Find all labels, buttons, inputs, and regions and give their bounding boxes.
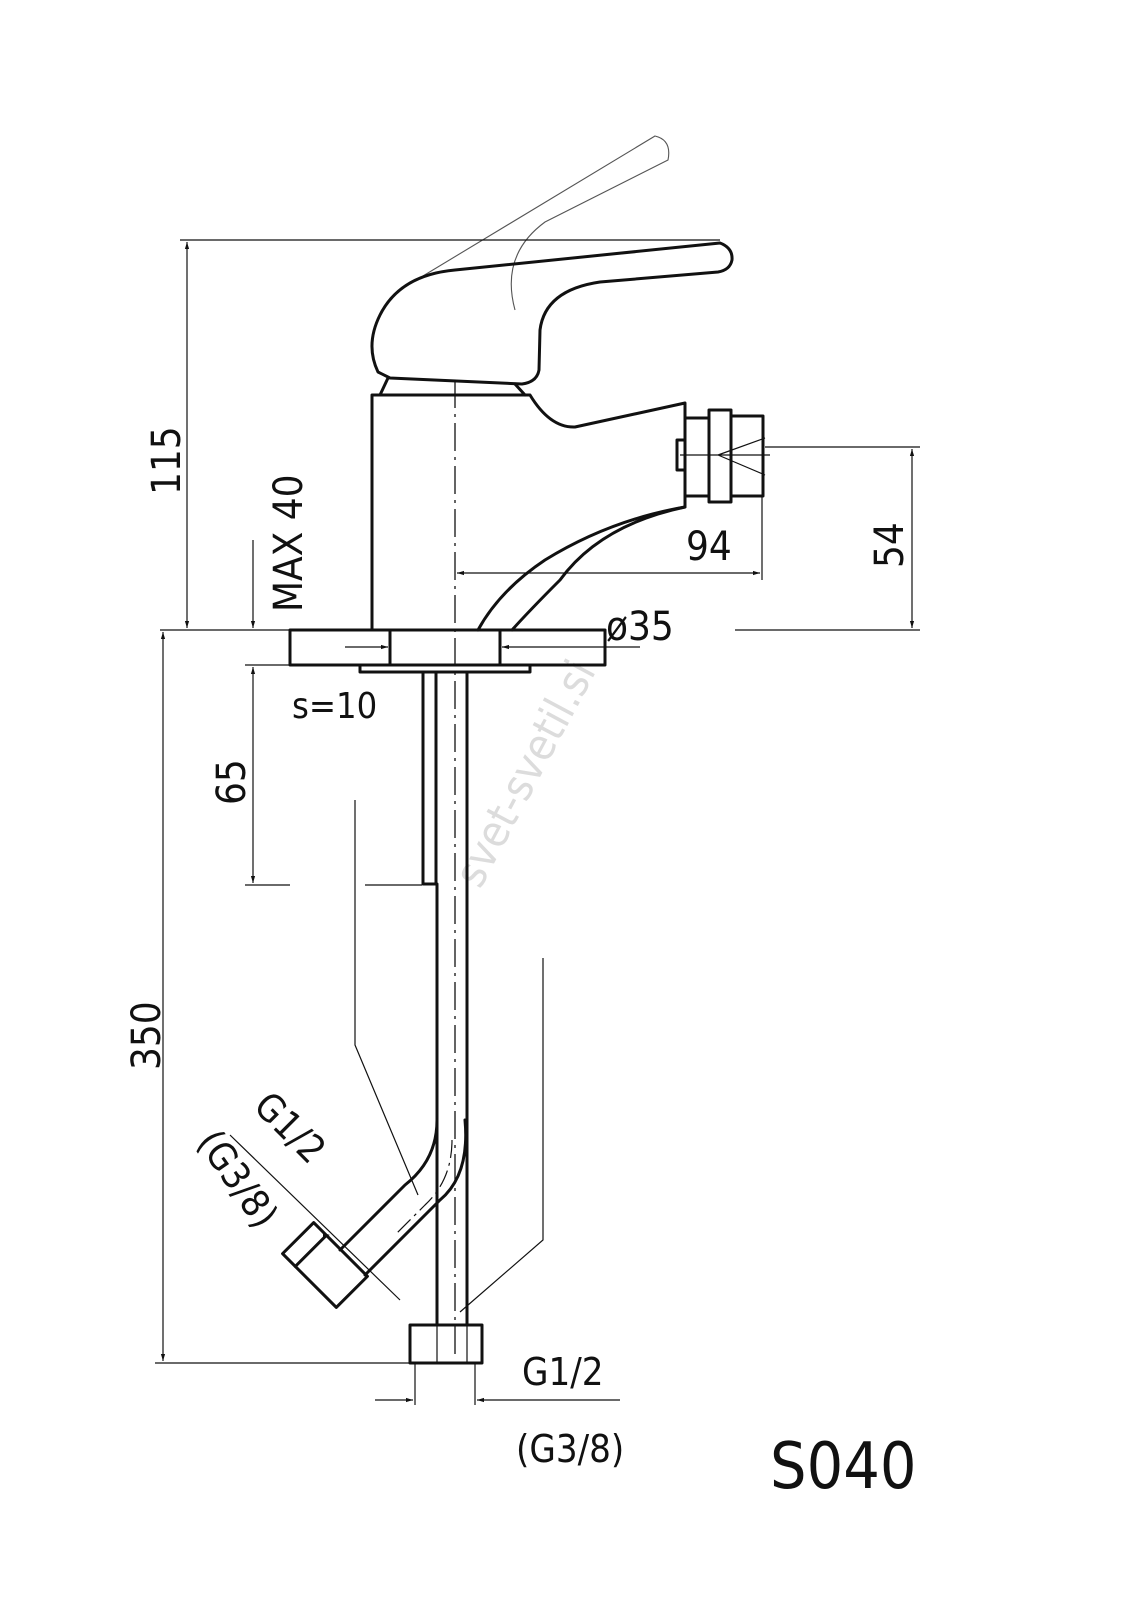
bottom-thread-label: G1/2 bbox=[522, 1350, 604, 1394]
handle-collar bbox=[378, 376, 527, 397]
supply-hoses bbox=[281, 670, 484, 1365]
faucet-body bbox=[370, 393, 687, 632]
ghost-handle-outline bbox=[407, 135, 670, 311]
bottom-thread-alt-label: (G3/8) bbox=[516, 1427, 624, 1471]
dim-hose-length: 350 bbox=[124, 1001, 170, 1070]
lever-handle bbox=[370, 241, 734, 386]
dim-spout-reach: 94 bbox=[686, 524, 732, 570]
dim-rod-length: 65 bbox=[209, 759, 255, 805]
mounting-plate bbox=[288, 628, 607, 674]
aerator bbox=[675, 408, 770, 504]
watermark: svet-svetil.si bbox=[445, 652, 607, 895]
dim-max-plate: MAX 40 bbox=[266, 474, 312, 612]
dim-spout-height: 54 bbox=[867, 522, 913, 568]
model-number: S040 bbox=[770, 1430, 916, 1504]
dim-hole-diameter: ø35 bbox=[606, 604, 674, 650]
dim-plate-thickness: s=10 bbox=[292, 686, 377, 727]
side-thread-label: G1/2 bbox=[246, 1083, 335, 1172]
dim-total-height: 115 bbox=[144, 426, 190, 495]
